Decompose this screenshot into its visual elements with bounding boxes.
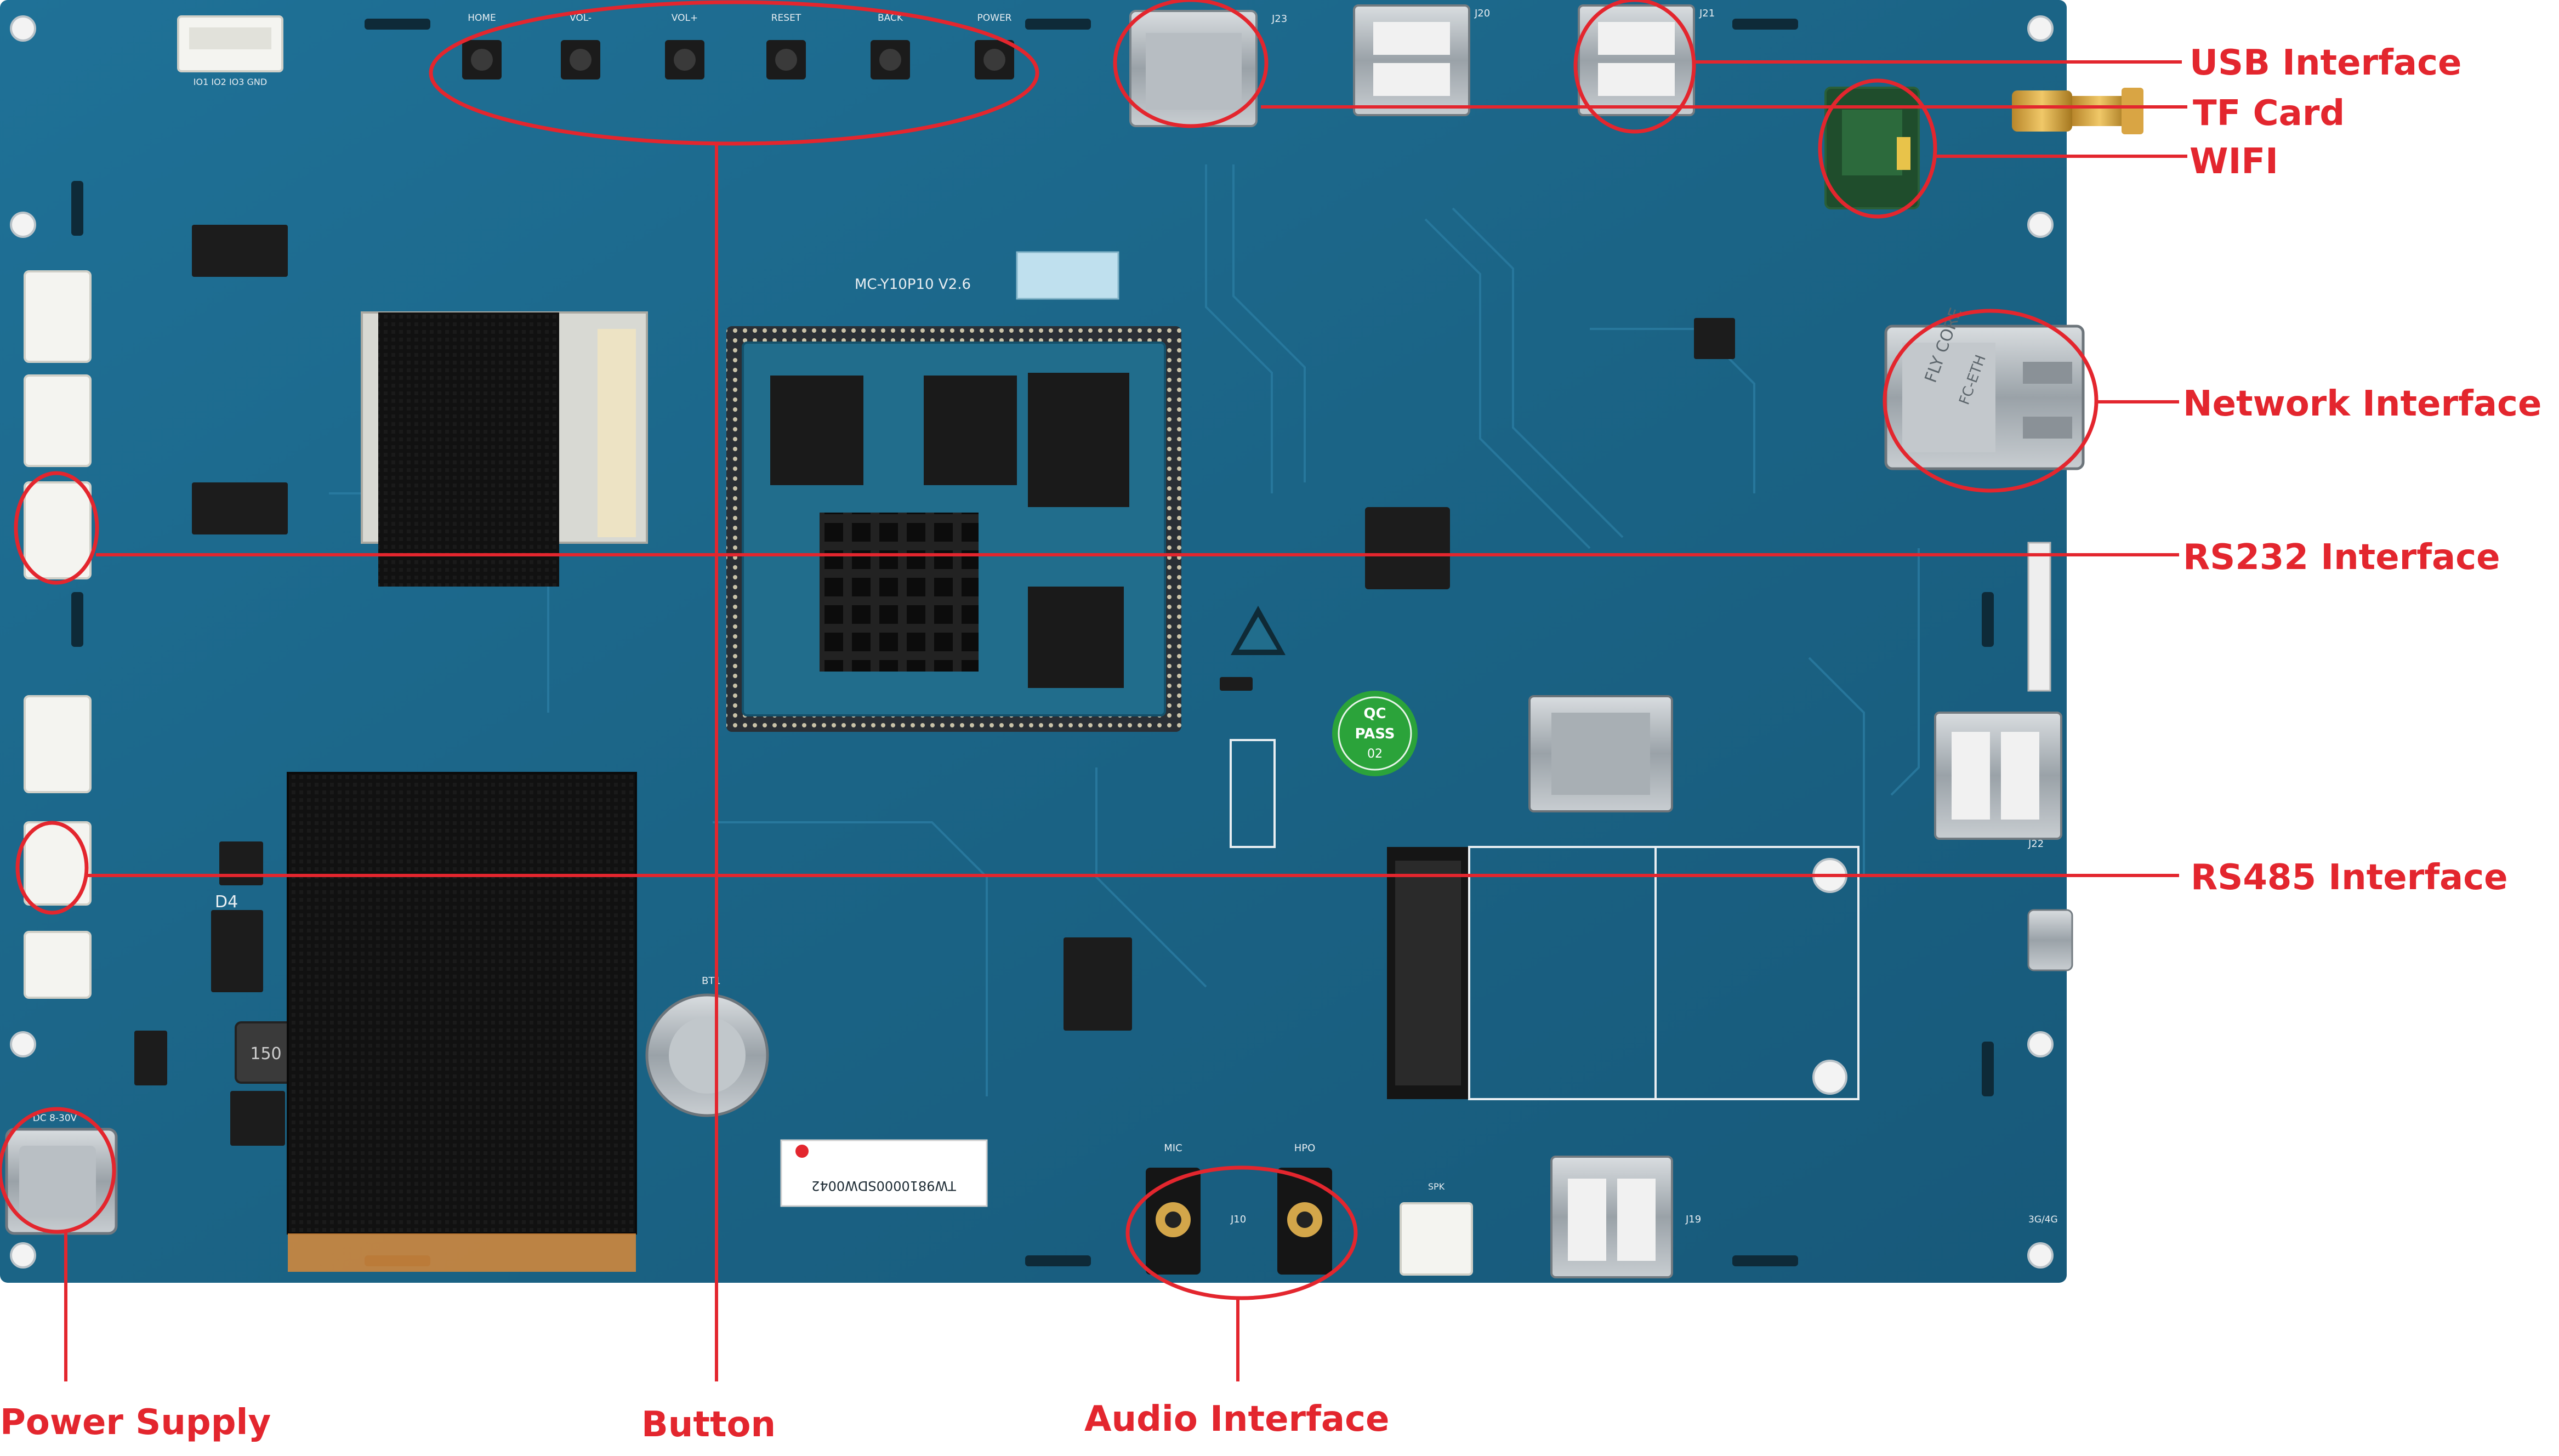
dc-power-jack: DC 8-30V (5, 1113, 118, 1235)
button-label-home: HOME (468, 13, 496, 24)
rs232-highlight (14, 471, 99, 585)
push-button: BACK (871, 13, 910, 79)
esd-warning-icon (1231, 606, 1286, 655)
header-j27 (1230, 739, 1276, 848)
button-label-vol-down: VOL- (570, 13, 592, 24)
button-highlight (429, 0, 1039, 146)
button-label-power: POWER (977, 13, 1012, 24)
ref-j10: J10 (1230, 1214, 1246, 1225)
qc-pass-sticker: QC PASS 02 (1332, 691, 1418, 776)
ribbon-cable-area (361, 311, 648, 587)
label-3g4g: 3G/4G (2028, 1214, 2058, 1225)
connector-rs232 (24, 481, 92, 579)
push-button-row: HOME VOL- VOL+ RESET BACK POWER (462, 13, 1014, 79)
sim-card-slot (1528, 695, 1673, 812)
button-label-reset: RESET (771, 13, 801, 24)
spk-label: SPK (1428, 1181, 1445, 1192)
leader-lines (64, 60, 2187, 1381)
push-button: RESET (766, 13, 806, 79)
battery-tape-block (287, 772, 637, 1235)
mini-pcie-slot: 3G/4G (1387, 846, 2058, 1225)
ref-d4: D4 (215, 892, 238, 912)
left-connectors (24, 270, 92, 999)
label-rs485-interface: RS485 Interface (2191, 857, 2508, 898)
usb-port-j21: J21 (1578, 4, 1715, 116)
power-highlight (0, 1107, 116, 1234)
push-button: VOL+ (665, 13, 704, 79)
dc-input-label: DC 8-30V (33, 1113, 77, 1124)
connector-j17 (24, 695, 92, 793)
io-header: IO1 IO2 IO3 GND (177, 15, 283, 87)
qc-number: 02 (1367, 747, 1383, 761)
ref-j21: J21 (1699, 8, 1715, 19)
label-button: Button (641, 1404, 776, 1445)
label-rs232-interface: RS232 Interface (2183, 537, 2500, 578)
micro-usb-port (2027, 909, 2073, 971)
label-network-interface: Network Interface (2183, 384, 2541, 424)
speaker-connector: SPK (1400, 1181, 1473, 1276)
push-button: VOL- (561, 13, 600, 79)
board-model: MC-Y10P10 V2.6 (855, 276, 971, 293)
ref-j20: J20 (1474, 8, 1490, 19)
hpo-label: HPO (1294, 1142, 1316, 1154)
audio-jacks: MIC HPO J10 (1146, 1142, 1332, 1275)
connector-j4 (24, 931, 92, 999)
tf-card-highlight (1113, 0, 1269, 128)
label-power-supply: Power Supply (0, 1402, 271, 1443)
ref-j23: J23 (1271, 13, 1287, 25)
label-usb-interface: USB Interface (2190, 43, 2461, 83)
core-module: MC-Y10P10 V2.6 (726, 276, 1181, 732)
flex-cable-orange (288, 1233, 636, 1272)
qc-pass-text: PASS (1355, 726, 1395, 742)
label-audio-interface: Audio Interface (1084, 1399, 1389, 1440)
ic-chips (134, 225, 1735, 1146)
button-label-vol-up: VOL+ (672, 13, 698, 24)
label-wifi: WIFI (2190, 141, 2278, 182)
usb-highlight (1573, 0, 1696, 134)
push-button: HOME (462, 13, 502, 79)
button-label-back: BACK (878, 13, 903, 24)
io-header-label: IO1 IO2 IO3 GND (194, 77, 267, 87)
push-button: POWER (975, 13, 1014, 79)
barcode-sticker: TW9810000SDW0042 (780, 1139, 988, 1207)
annotation-labels: USB Interface TF Card WIFI Network Inter… (0, 43, 2541, 1445)
qc-text: QC (1363, 706, 1386, 722)
antenna-connector (2012, 88, 2143, 134)
fpc-connector-right (2027, 542, 2051, 692)
usb-port-j19: J19 (1550, 1156, 1701, 1278)
wifi-module (1824, 87, 1920, 209)
wifi-highlight (1818, 78, 1937, 219)
connector-j14 (24, 270, 92, 363)
audio-highlight (1125, 1165, 1358, 1300)
label-tf-card: TF Card (2193, 93, 2345, 134)
ref-j22: J22 (2028, 838, 2044, 850)
usb-port-j20: J20 (1353, 4, 1490, 116)
coin-battery: BT1 (645, 975, 769, 1117)
inductor-mark: 150 (250, 1044, 281, 1063)
tf-card-slot: J23 (1129, 10, 1287, 127)
rs485-highlight (15, 821, 89, 915)
mic-label: MIC (1164, 1142, 1182, 1154)
usb-port-j22: J22 (1934, 712, 2062, 850)
label-sticker (1016, 251, 1119, 300)
ref-j19: J19 (1685, 1214, 1701, 1225)
barcode-text: TW9810000SDW0042 (811, 1178, 957, 1193)
connector-j16 (24, 374, 92, 467)
